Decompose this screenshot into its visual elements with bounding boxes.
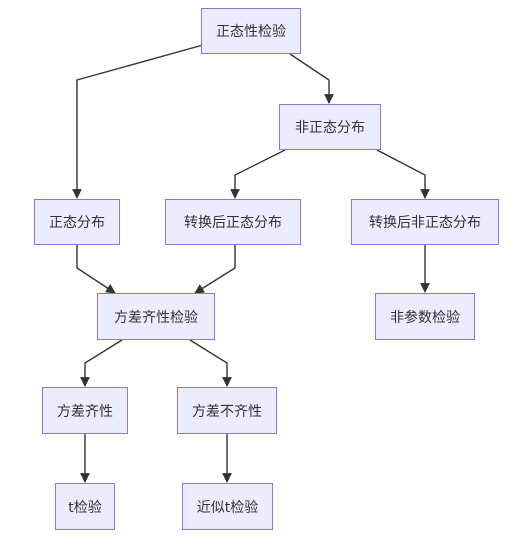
node-non-normal: 非正态分布 xyxy=(279,104,381,150)
node-t-test: t检验 xyxy=(55,483,115,530)
node-transformed-non-normal: 转换后非正态分布 xyxy=(351,199,499,245)
node-heterogeneous: 方差不齐性 xyxy=(177,387,277,434)
node-homogeneous: 方差齐性 xyxy=(42,387,128,434)
node-normality-test: 正态性检验 xyxy=(201,8,301,54)
node-nonparametric-test: 非参数检验 xyxy=(375,293,475,340)
edge-normality-test-to-normal xyxy=(72,44,204,199)
edge-non-normal-to-transformed-normal xyxy=(230,149,286,199)
edge-normality-test-to-non-normal xyxy=(289,53,334,104)
node-normal: 正态分布 xyxy=(34,199,120,245)
edge-homogeneity-test-to-heterogeneous xyxy=(189,339,232,387)
edge-non-normal-to-transformed-non-normal xyxy=(376,149,430,199)
node-approx-t-test: 近似t检验 xyxy=(182,483,273,530)
edge-transformed-normal-to-homogeneity-test xyxy=(194,245,236,294)
node-homogeneity-test: 方差齐性检验 xyxy=(97,293,215,340)
node-transformed-normal: 转换后正态分布 xyxy=(165,199,301,245)
edge-homogeneity-test-to-homogeneous xyxy=(80,339,123,387)
edge-normal-to-homogeneity-test xyxy=(76,245,116,294)
